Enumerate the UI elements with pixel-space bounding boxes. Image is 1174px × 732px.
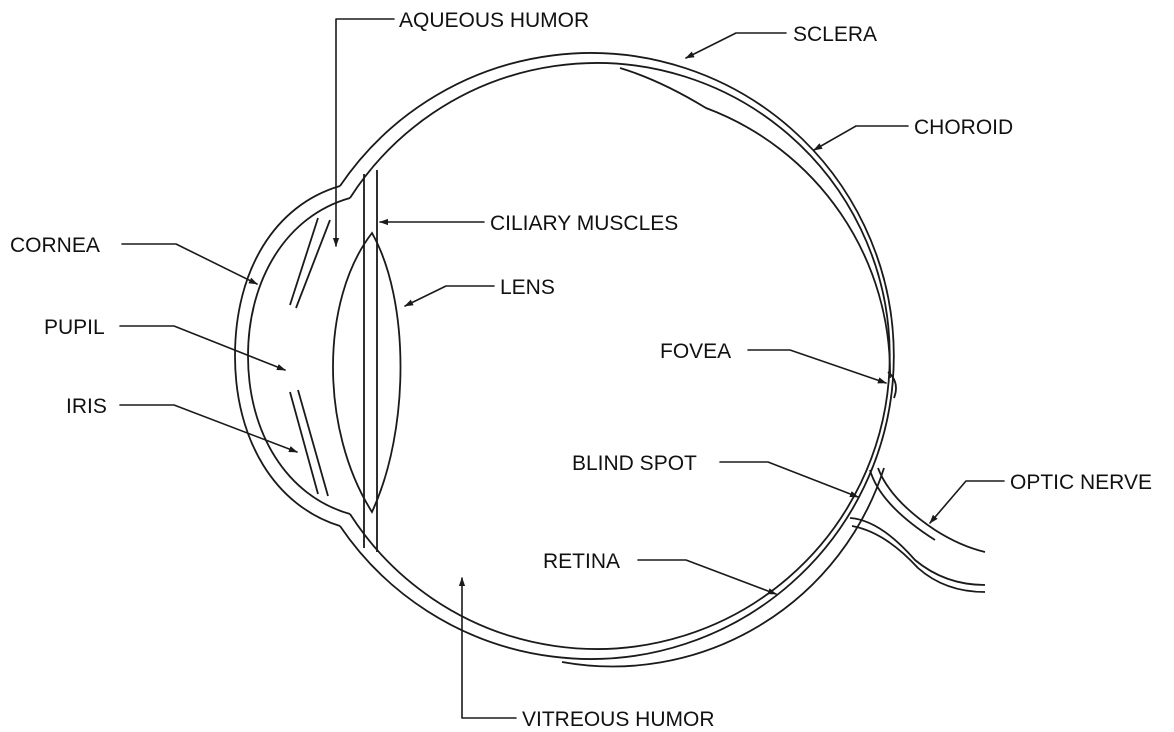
label-sclera: SCLERA: [793, 23, 877, 46]
retina-pointer: [638, 560, 776, 594]
iris-upper: [290, 218, 330, 308]
label-optic-nerve: OPTIC NERVE: [1010, 471, 1152, 494]
ciliary-muscle-band: [364, 170, 377, 552]
label-aqueous-humor: AQUEOUS HUMOR: [399, 9, 589, 32]
label-ciliary-muscles: CILIARY MUSCLES: [490, 212, 678, 235]
iris-pointer: [120, 405, 297, 452]
leader-lines: [120, 19, 1004, 718]
label-fovea: FOVEA: [660, 340, 731, 363]
choroid-pointer: [814, 126, 908, 150]
optic-nerve-sheath: [852, 470, 985, 592]
pupil-pointer: [120, 326, 285, 370]
label-choroid: CHOROID: [914, 116, 1013, 139]
labels: AQUEOUS HUMOR SCLERA CHOROID CILIARY MUS…: [10, 9, 1152, 731]
label-cornea: CORNEA: [10, 234, 100, 257]
label-pupil: PUPIL: [44, 316, 105, 339]
sclera-pointer: [686, 33, 786, 58]
label-vitreous-humor: VITREOUS HUMOR: [522, 708, 715, 731]
label-blind-spot: BLIND SPOT: [572, 452, 697, 475]
cornea-pointer: [122, 244, 257, 284]
lens-pointer: [405, 286, 494, 306]
label-lens: LENS: [500, 276, 555, 299]
label-iris: IRIS: [66, 395, 107, 418]
fovea-pointer: [748, 350, 886, 383]
optic-nerve-pointer: [930, 481, 1004, 523]
lens: [333, 233, 401, 512]
eye-drawing: [235, 53, 985, 666]
blind-spot-pointer: [720, 462, 858, 497]
iris-lower: [290, 390, 328, 496]
label-retina: RETINA: [543, 550, 620, 573]
